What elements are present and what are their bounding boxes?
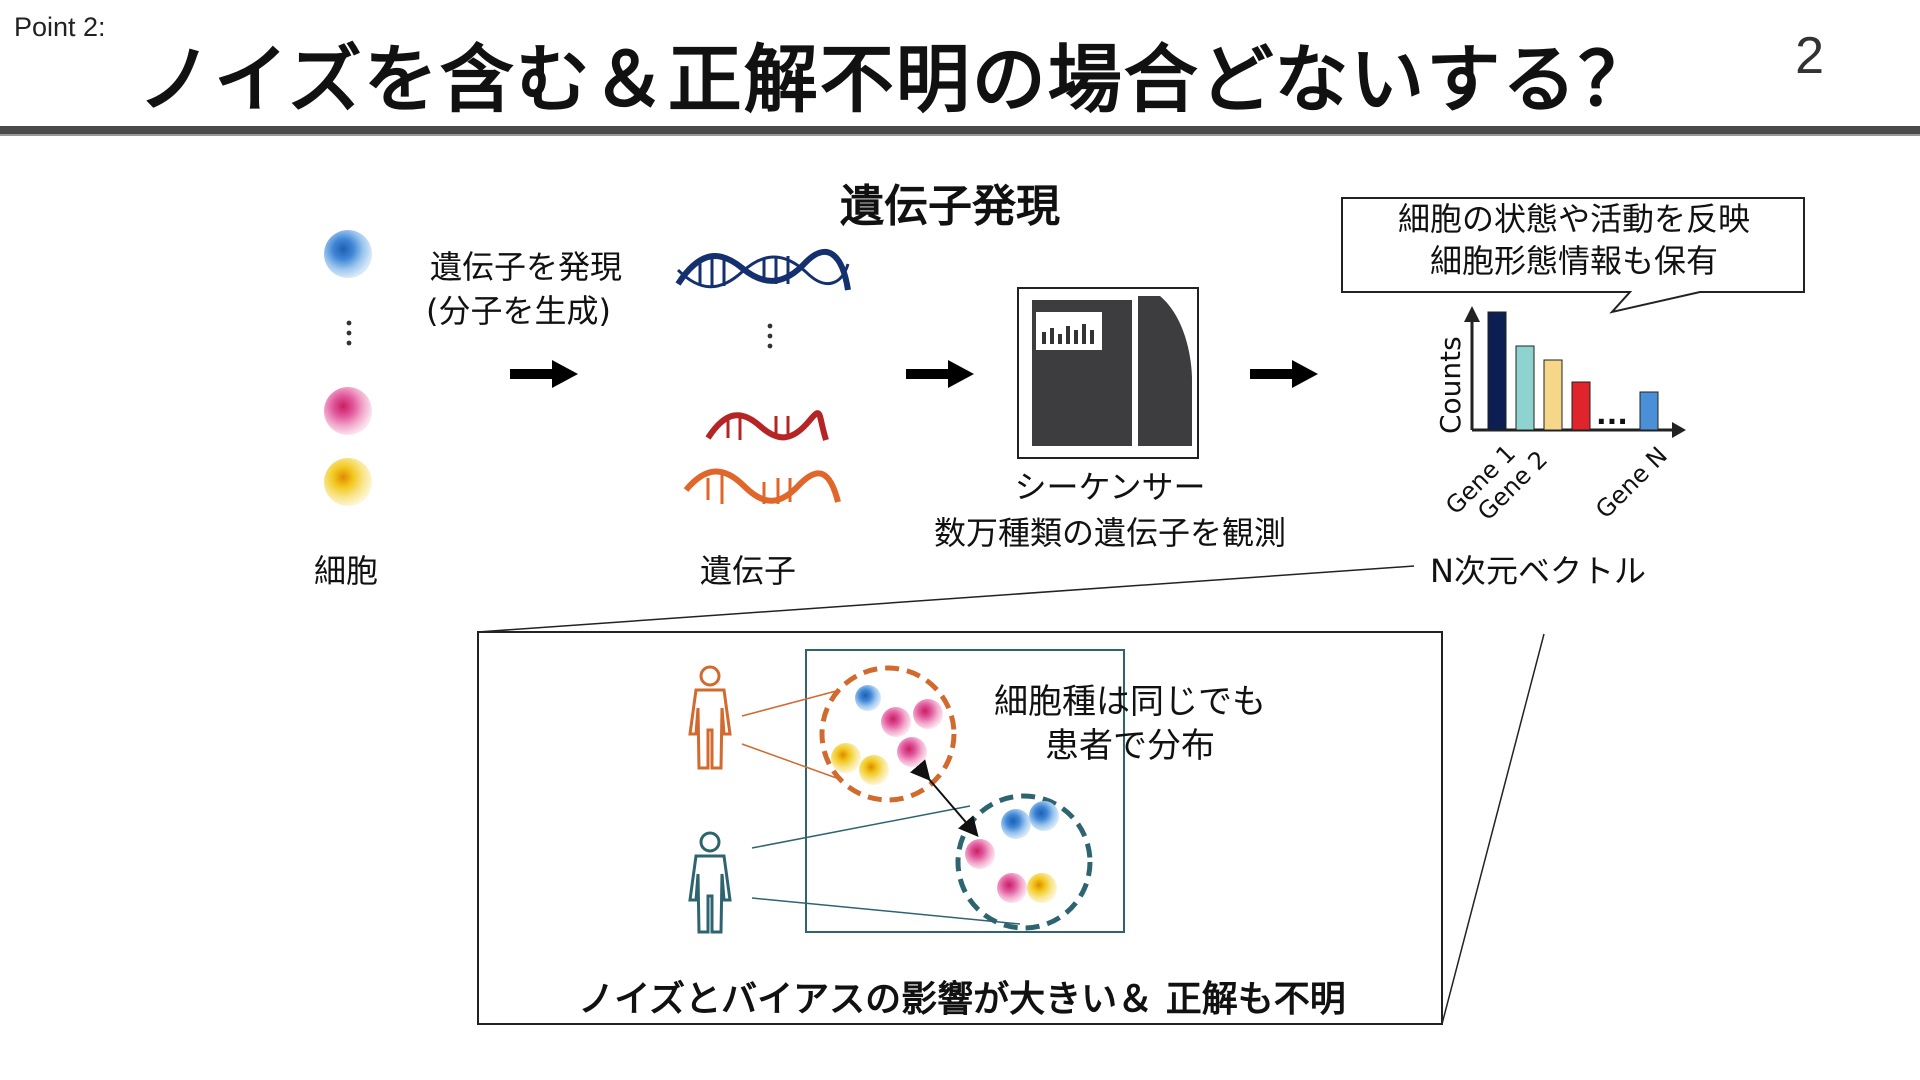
vertical-ellipsis-icon [346,320,352,346]
point-label: Point 2: [14,12,106,42]
bar-chart-bars [1487,311,1659,431]
note-line-1: 細胞種は同じでも [994,682,1266,722]
note-line-2: 患者で分布 [1045,726,1215,766]
cell-pink-icon [324,387,372,435]
x-axis-arrowhead [1672,422,1686,438]
cell-blue-icon [324,230,372,278]
cluster-teal [955,793,1093,931]
arrow-right-icon [1250,360,1318,388]
page-number: 2 [1795,27,1824,85]
zoom-lines [477,565,1545,1025]
bar-gene-1 [1487,311,1507,431]
cell-yellow-icon [324,458,372,506]
chart-ellipsis: ... [1596,398,1628,431]
vector-label: N次元ベクトル [1430,552,1646,590]
callout-box [1341,197,1805,314]
person-orange-icon [688,665,732,770]
page-title: ノイズを含む＆正解不明の場合どないする？ [138,37,1655,123]
distribution-note: 細胞種は同じでも 患者で分布 [960,680,1300,768]
detail-caption: ノイズとバイアスの影響が大きい＆ 正解も不明 [578,979,1346,1020]
header-divider [0,126,1920,136]
cluster-orange [819,665,957,803]
cells-label: 細胞 [314,552,379,590]
vertical-ellipsis-icon [767,323,773,349]
patient-link-lines [741,689,843,781]
sequencer-description: 数万種類の遺伝子を観測 [933,514,1286,552]
bar-gene-4 [1571,381,1591,431]
cluster-orange-cells [831,685,943,785]
callout-text: 細胞の状態や活動を反映 細胞形態情報も保有 [1342,198,1806,282]
chart-ylabel: Counts [1434,336,1467,434]
detail-box [477,631,1443,1025]
cluster-teal-cells [965,801,1059,903]
arrow-right-icon [510,360,578,388]
y-axis-arrowhead [1464,306,1480,322]
express-label: 遺伝子を発現 [430,248,623,286]
person-teal-icon [688,831,732,934]
distribution-shift-arrow [909,759,979,838]
callout-line-2: 細胞形態情報も保有 [1429,242,1718,280]
dna-orange-icon [683,468,841,504]
sequencer-icon [1017,287,1199,459]
bar-gene-3 [1543,359,1563,431]
arrow-right-icon [906,360,974,388]
genes-label: 遺伝子 [700,552,797,590]
callout-line-1: 細胞の状態や活動を反映 [1397,200,1750,238]
bar-gene-n [1639,391,1659,431]
bar-gene-2 [1515,345,1535,431]
dna-red-icon [705,410,829,441]
express-sub-label: (分子を生成) [426,292,611,330]
dna-navy-icon [675,249,851,291]
distribution-panel [805,649,1125,933]
section-title: 遺伝子発現 [840,181,1060,232]
sequencer-label: シーケンサー [1014,468,1206,506]
